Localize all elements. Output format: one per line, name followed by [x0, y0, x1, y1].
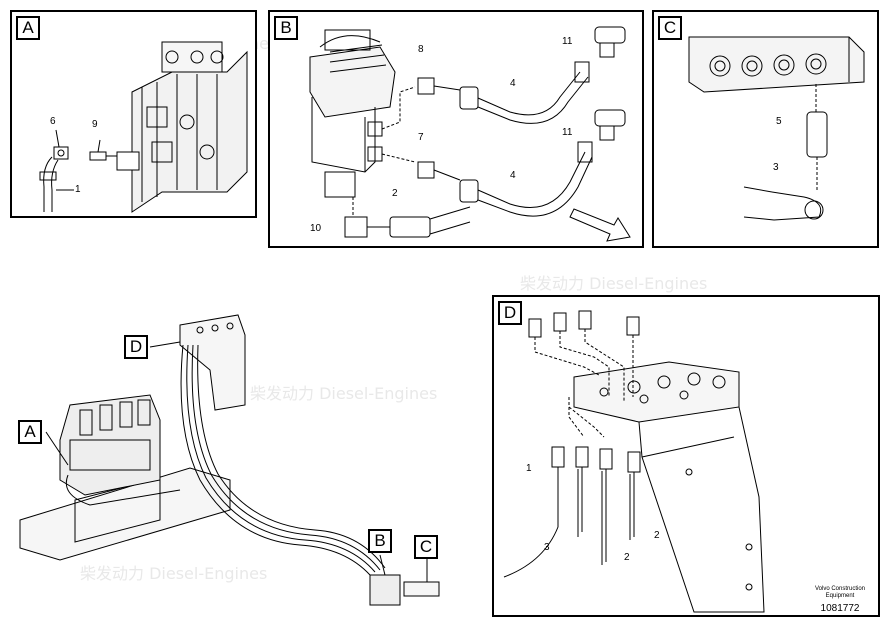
panel-tag-a: A: [16, 16, 40, 40]
drawing-number: 1081772: [820, 603, 860, 614]
detail-panel-a: A 6 9 1: [10, 10, 257, 218]
callout-11: 11: [562, 36, 573, 47]
callout-7: 7: [418, 132, 424, 143]
watermark-text: 柴发动力 Diesel-Engines: [80, 564, 268, 583]
callout-4: 4: [510, 78, 516, 89]
callout-2: 2: [624, 552, 630, 563]
overview-tag-c: C: [414, 535, 438, 559]
detail-a-drawing: [39, 41, 248, 213]
callout-3: 3: [773, 162, 779, 173]
callout-9: 9: [92, 119, 98, 130]
panel-tag-d: D: [498, 301, 522, 325]
detail-panel-d: D 1 3 2 2: [492, 295, 880, 617]
watermark-text: 柴发动力 Diesel-Engines: [250, 384, 438, 403]
footer-company: Volvo Construction Equipment: [800, 586, 880, 600]
callout-3: 3: [544, 542, 550, 553]
detail-panel-c: C 5 3: [652, 10, 879, 248]
callout-8: 8: [418, 44, 424, 55]
overview-tag-a: A: [18, 420, 42, 444]
panel-tag-c: C: [658, 16, 682, 40]
callout-2: 2: [654, 530, 660, 541]
detail-panel-b: B 8 7 4 4 11 11 2 10: [268, 10, 644, 248]
callout-10: 10: [310, 223, 322, 234]
callout-1: 1: [75, 184, 81, 195]
callout-5: 5: [776, 116, 782, 127]
overview-tag-d: D: [124, 335, 148, 359]
callout-11: 11: [562, 127, 573, 138]
detail-d-drawing: [503, 310, 765, 613]
callout-6: 6: [50, 116, 56, 127]
callout-2: 2: [392, 188, 398, 199]
callout-4: 4: [510, 170, 516, 181]
detail-c-drawing: [688, 36, 865, 221]
overview-tag-b: B: [368, 529, 392, 553]
callout-1: 1: [526, 463, 532, 474]
detail-b-drawing: [309, 26, 631, 242]
panel-tag-b: B: [274, 16, 298, 40]
footer-line-1: Volvo Construction: [814, 586, 866, 592]
footer-line-2: Equipment: [825, 593, 855, 599]
watermark-text: 柴发动力 Diesel-Engines: [520, 274, 708, 293]
